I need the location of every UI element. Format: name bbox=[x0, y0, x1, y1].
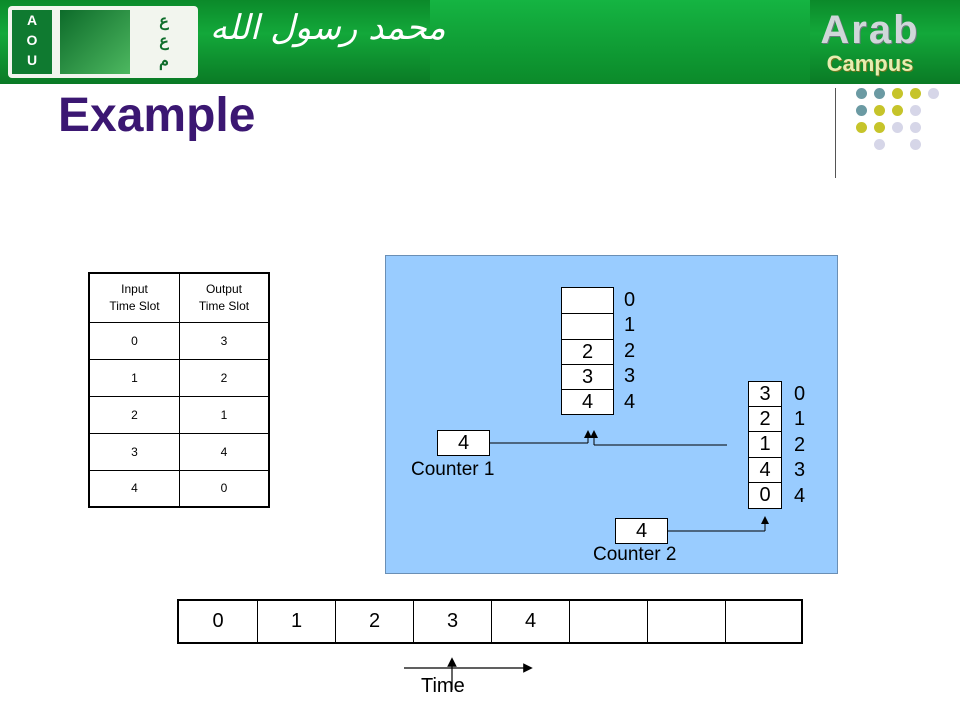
buffer1-index: 1 bbox=[624, 314, 636, 336]
dot bbox=[856, 105, 867, 116]
buffer1-cell: 4 bbox=[561, 389, 614, 415]
table-cell: 3 bbox=[90, 434, 180, 471]
dot bbox=[856, 88, 867, 99]
table-cell: 1 bbox=[180, 397, 268, 434]
buffer2-cell: 0 bbox=[748, 482, 782, 509]
time-label: Time bbox=[421, 675, 465, 697]
time-slot-frame: 0 1 2 3 4 bbox=[177, 599, 803, 644]
decorative-divider bbox=[835, 88, 836, 178]
brand-campus: Campus bbox=[826, 51, 914, 76]
time-slot: 1 bbox=[258, 601, 336, 642]
slide-title: Example bbox=[58, 89, 256, 142]
buffer2-index: 2 bbox=[794, 434, 806, 456]
logo-right-letters: ع ع م bbox=[159, 13, 169, 70]
buffer2-cell: 4 bbox=[748, 457, 782, 483]
table-cell: 2 bbox=[90, 397, 180, 434]
dot bbox=[910, 88, 921, 99]
brand-arab: Arab bbox=[820, 8, 920, 52]
time-slot bbox=[570, 601, 648, 642]
dot bbox=[892, 105, 903, 116]
dot bbox=[892, 122, 903, 133]
time-slot: 0 bbox=[179, 601, 258, 642]
dot bbox=[856, 122, 867, 133]
buffer1-index: 3 bbox=[624, 365, 636, 387]
logo-left-letters: A O U bbox=[12, 10, 52, 74]
counter2-value: 4 bbox=[615, 518, 668, 544]
buffer1-cell bbox=[561, 313, 614, 340]
buffer2-index: 1 bbox=[794, 408, 806, 430]
buffer2-index: 4 bbox=[794, 485, 806, 507]
banner-background bbox=[430, 0, 810, 84]
dot bbox=[874, 122, 885, 133]
buffer2-index: 3 bbox=[794, 459, 806, 481]
dot bbox=[874, 139, 885, 150]
buffer2-cell: 3 bbox=[748, 381, 782, 407]
table-cell: 3 bbox=[180, 323, 268, 360]
dot bbox=[892, 88, 903, 99]
dot bbox=[928, 88, 939, 99]
table-cell: 0 bbox=[90, 323, 180, 360]
time-slot bbox=[648, 601, 726, 642]
buffer1-index: 4 bbox=[624, 391, 636, 413]
dot bbox=[910, 139, 921, 150]
table-cell: 4 bbox=[180, 434, 268, 471]
buffer2-cell: 1 bbox=[748, 431, 782, 458]
buffer2-index: 0 bbox=[794, 383, 806, 405]
table-cell: 1 bbox=[90, 360, 180, 397]
counter1-value: 4 bbox=[437, 430, 490, 456]
header-banner: A O U ع ع م لا إله إلا الله محمد رسول ال… bbox=[0, 0, 960, 84]
buffer1-index: 0 bbox=[624, 289, 636, 311]
table-header-output: Output Time Slot bbox=[180, 274, 268, 323]
dot bbox=[874, 105, 885, 116]
dot bbox=[874, 88, 885, 99]
buffer1-index: 2 bbox=[624, 340, 636, 362]
buffer1-cell: 3 bbox=[561, 364, 614, 390]
slot-mapping-table: Input Time Slot Output Time Slot 0 3 1 2… bbox=[88, 272, 270, 508]
arab-campus-brand: Arab Campus bbox=[790, 8, 950, 76]
time-slot: 3 bbox=[414, 601, 492, 642]
logo-emblem bbox=[60, 10, 130, 74]
table-cell: 2 bbox=[180, 360, 268, 397]
table-header-input: Input Time Slot bbox=[90, 274, 180, 323]
flag-calligraphy: لا إله إلا الله محمد رسول الله bbox=[210, 8, 450, 48]
counter1-label: Counter 1 bbox=[411, 459, 495, 480]
buffer1-cell bbox=[561, 287, 614, 314]
table-cell: 4 bbox=[90, 471, 180, 506]
counter2-label: Counter 2 bbox=[593, 544, 677, 565]
time-slot: 4 bbox=[492, 601, 570, 642]
dot bbox=[910, 105, 921, 116]
time-slot: 2 bbox=[336, 601, 414, 642]
dot bbox=[910, 122, 921, 133]
table-cell: 0 bbox=[220, 481, 228, 495]
